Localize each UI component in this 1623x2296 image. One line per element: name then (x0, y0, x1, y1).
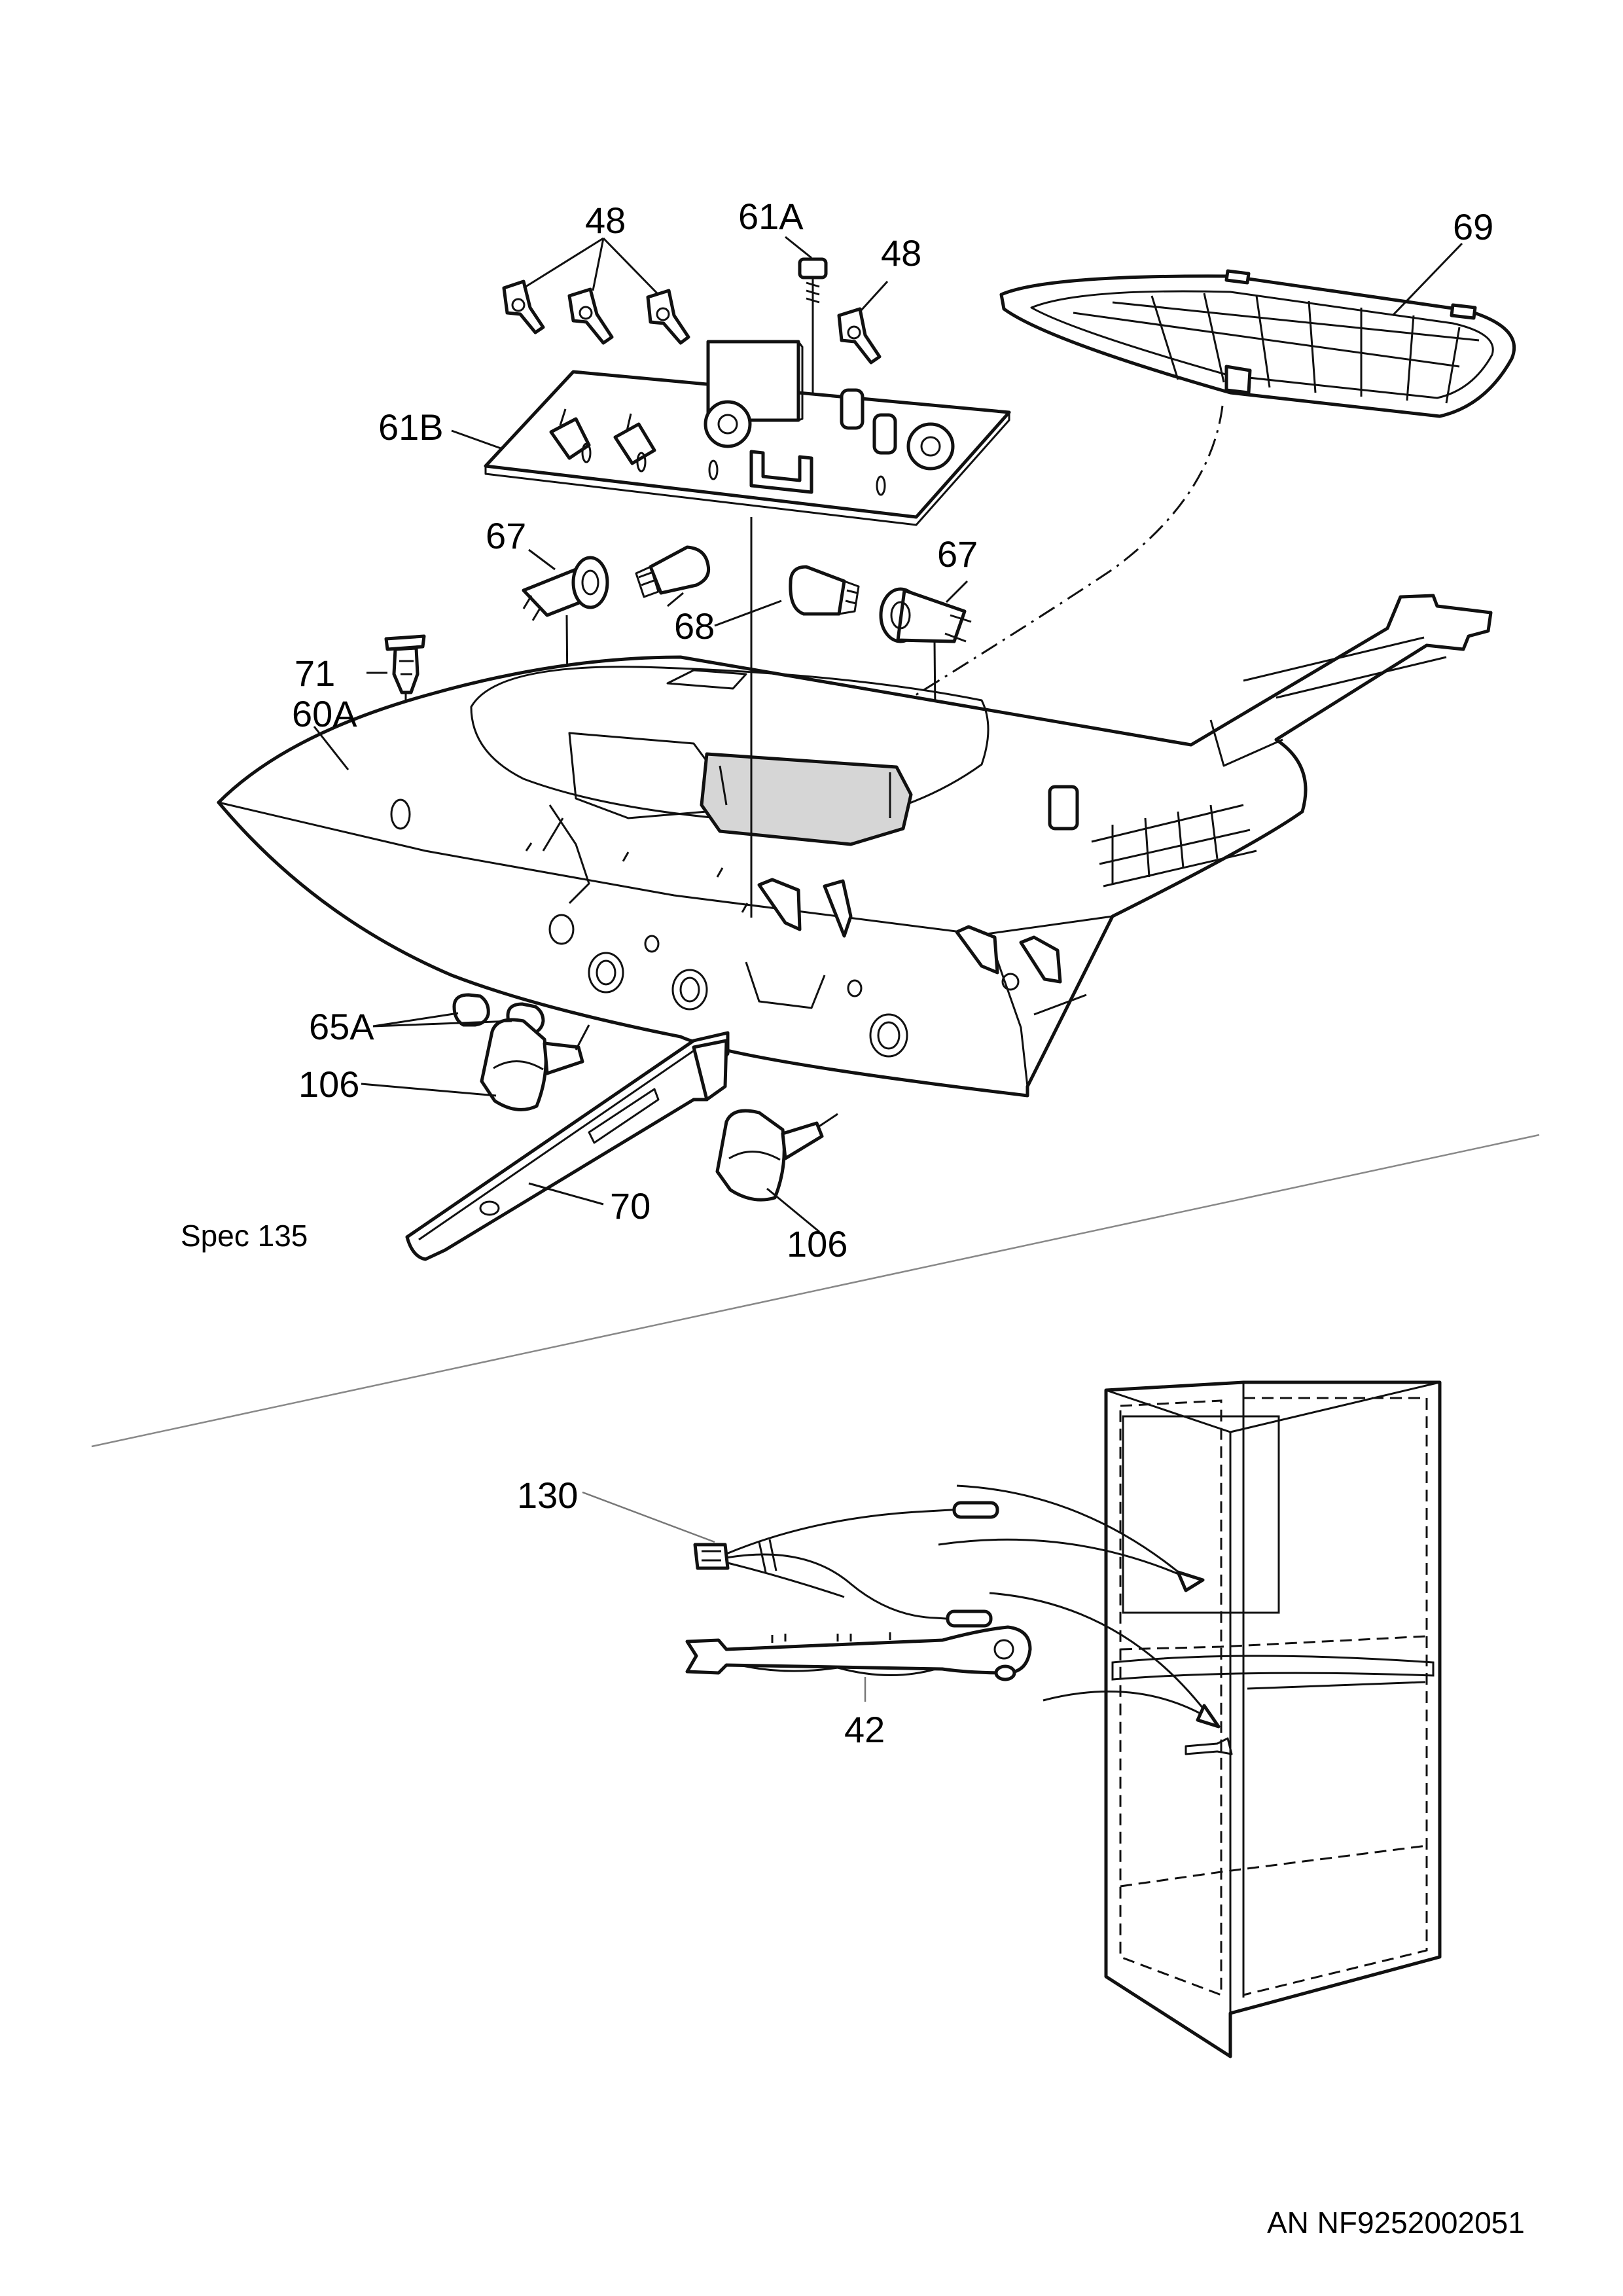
control-housing-part-60A (217, 594, 1493, 1098)
knob-part-106-left (480, 1018, 590, 1111)
label-70: 70 (610, 1185, 651, 1227)
label-61B: 61B (378, 406, 444, 448)
label-130: 130 (517, 1475, 578, 1516)
label-65A: 65A (309, 1006, 374, 1047)
callout-leaders (313, 236, 1463, 1702)
circuit-board-part-61B (484, 340, 1011, 526)
grille-part-69 (999, 269, 1516, 418)
label-48-left: 48 (585, 200, 626, 241)
label-106-right: 106 (787, 1223, 847, 1265)
sensor-wire-part-130 (693, 1501, 999, 1628)
label-42: 42 (844, 1709, 885, 1750)
clip-48-2 (567, 287, 614, 345)
clip-part-48-group (502, 279, 882, 365)
knob-part-106-right (715, 1109, 838, 1202)
label-61A: 61A (738, 196, 804, 237)
label-106-left: 106 (298, 1064, 359, 1105)
switch-part-67-left (522, 556, 609, 773)
section-divider-line (91, 1134, 1540, 1448)
bulb-part-68-left (635, 545, 711, 598)
label-71: 71 (294, 653, 335, 694)
label-68: 68 (674, 605, 715, 647)
label-67-left: 67 (486, 515, 526, 556)
label-60A: 60A (292, 693, 357, 734)
callout-labels: 48 61A 48 69 61B 67 67 68 71 60A 65A 106… (292, 196, 1493, 1750)
clip-48-3 (646, 289, 690, 345)
slider-rail-part-70 (405, 1031, 730, 1261)
spec-note: Spec 135 (181, 1219, 308, 1253)
label-48-right: 48 (881, 232, 921, 274)
heating-rod-part-42 (685, 1625, 1032, 1681)
label-67-right: 67 (937, 533, 978, 575)
document-id: AN NF9252002051 (1267, 2206, 1525, 2240)
clip-48-1 (502, 279, 545, 334)
oven-cabinet (1104, 1380, 1442, 2058)
clip-48-4 (837, 307, 882, 365)
label-69: 69 (1453, 206, 1493, 247)
switch-part-67-right (879, 587, 972, 783)
insertion-arrows (938, 1484, 1221, 1729)
bulb-part-68-right (789, 565, 860, 616)
